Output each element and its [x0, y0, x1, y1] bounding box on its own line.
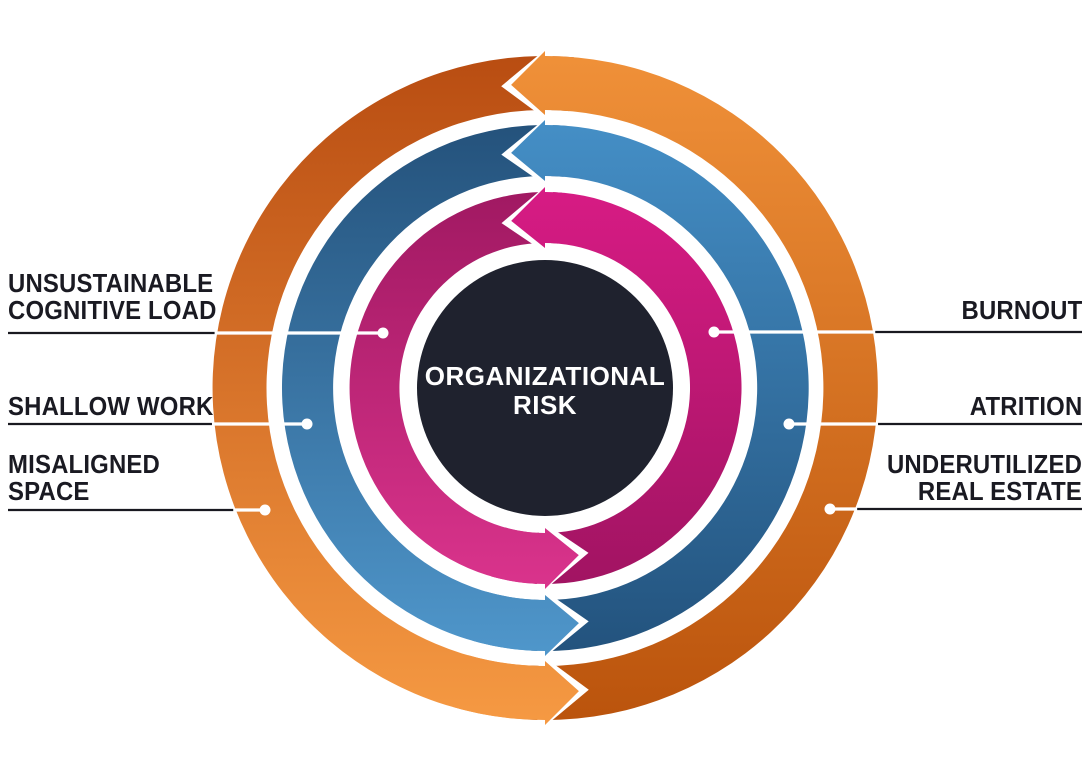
callout-dot — [783, 418, 795, 430]
callout-label-burnout: BURNOUT — [961, 295, 1082, 325]
callout-label-misaligned-space: MISALIGNED SPACE — [8, 449, 161, 506]
callout-label-shallow-work: SHALLOW WORK — [8, 391, 214, 421]
center-label: ORGANIZATIONAL RISK — [424, 361, 666, 420]
callout-dot — [259, 504, 271, 516]
callout-label-atrition: ATRITION — [969, 391, 1082, 421]
ring-outer-orange — [212, 43, 878, 733]
callout-dot — [824, 503, 836, 515]
ring-middle-blue — [281, 112, 809, 664]
callout-label-unsustainable-cognitive-load: UNSUSTAINABLE COGNITIVE LOAD — [8, 268, 217, 325]
callout-dot — [377, 327, 389, 339]
callout-label-underutilized-real-estate: UNDERUTILIZED REAL ESTATE — [886, 449, 1082, 506]
center-circle — [417, 260, 673, 516]
callout-dot — [301, 418, 313, 430]
ring-inner-pink — [349, 179, 742, 597]
callout-dot — [708, 326, 720, 338]
